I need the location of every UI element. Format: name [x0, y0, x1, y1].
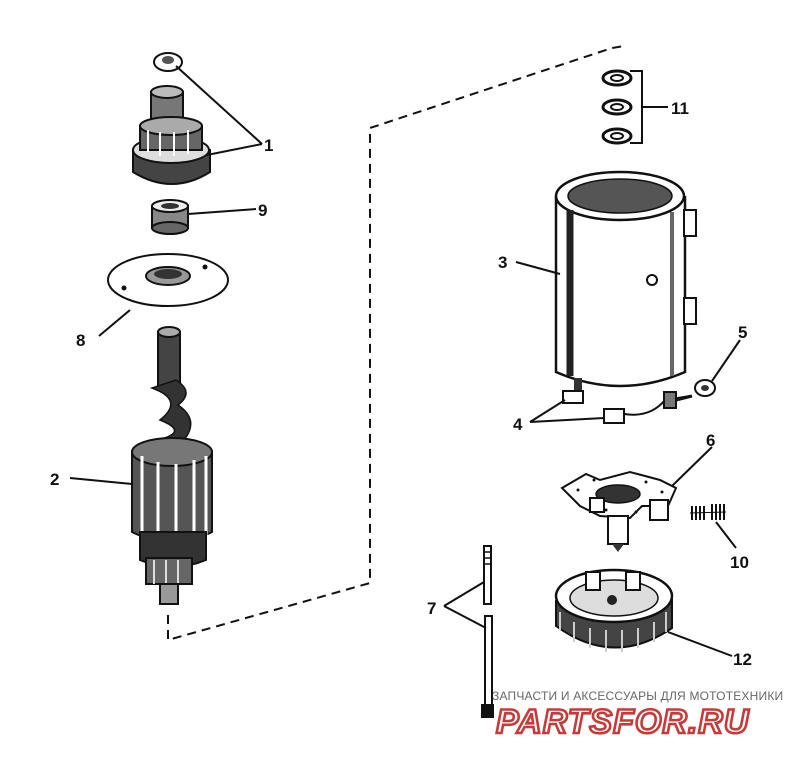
callout-7: 7	[427, 599, 436, 618]
callout-6: 6	[706, 431, 715, 450]
leader-lines	[69, 65, 741, 657]
part-6-brush-plate	[560, 470, 678, 552]
part-7-through-bolts	[481, 545, 494, 718]
part-3-field-frame	[554, 170, 697, 388]
part-10-springs	[689, 504, 727, 520]
part-11-washers	[601, 69, 633, 145]
part-8-end-plate	[107, 253, 229, 307]
callout-9: 9	[258, 201, 267, 220]
part-9-bushing	[151, 199, 189, 235]
callout-5: 5	[738, 323, 747, 342]
part-2-armature	[131, 326, 213, 605]
part-5-nut	[694, 379, 716, 397]
callout-10: 10	[730, 553, 749, 572]
callout-3: 3	[498, 253, 507, 272]
callout-12: 12	[733, 650, 752, 669]
callout-4: 4	[513, 415, 523, 434]
watermark-tagline: ЗАПЧАСТИ И АКСЕССУАРЫ ДЛЯ МОТОТЕХНИКИ	[492, 689, 783, 703]
part-1-drive-pinion	[132, 85, 211, 185]
part-1-drive-nut	[153, 52, 183, 72]
callout-2: 2	[50, 470, 59, 489]
callout-1: 1	[264, 136, 273, 155]
part-12-end-head	[554, 568, 674, 652]
callout-11: 11	[671, 99, 689, 118]
callout-8: 8	[76, 331, 85, 350]
assembly-boundary-dashed	[167, 45, 625, 642]
watermark-logo: PARTSFOR.RU	[496, 703, 750, 741]
part-4-brushes-and-lead	[562, 378, 693, 424]
